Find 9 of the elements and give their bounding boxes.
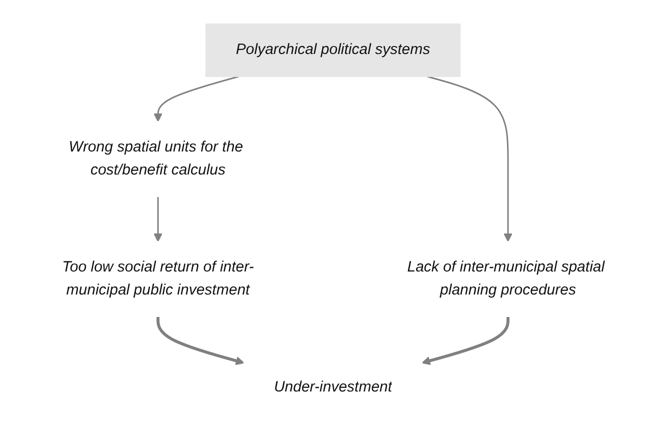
arrow — [153, 75, 238, 122]
node-text: Too low social return of inter-municipal public investment — [62, 258, 254, 298]
arrow — [421, 316, 509, 365]
node-text: Lack of inter-municipal spatial planning procedures — [406, 258, 604, 298]
node-box: Polyarchical political systems — [204, 23, 460, 76]
arrow — [426, 75, 512, 242]
arrow — [153, 196, 162, 242]
arrow — [156, 316, 244, 365]
node-text: Wrong spatial units for the cost/benefit calculus — [68, 138, 243, 178]
